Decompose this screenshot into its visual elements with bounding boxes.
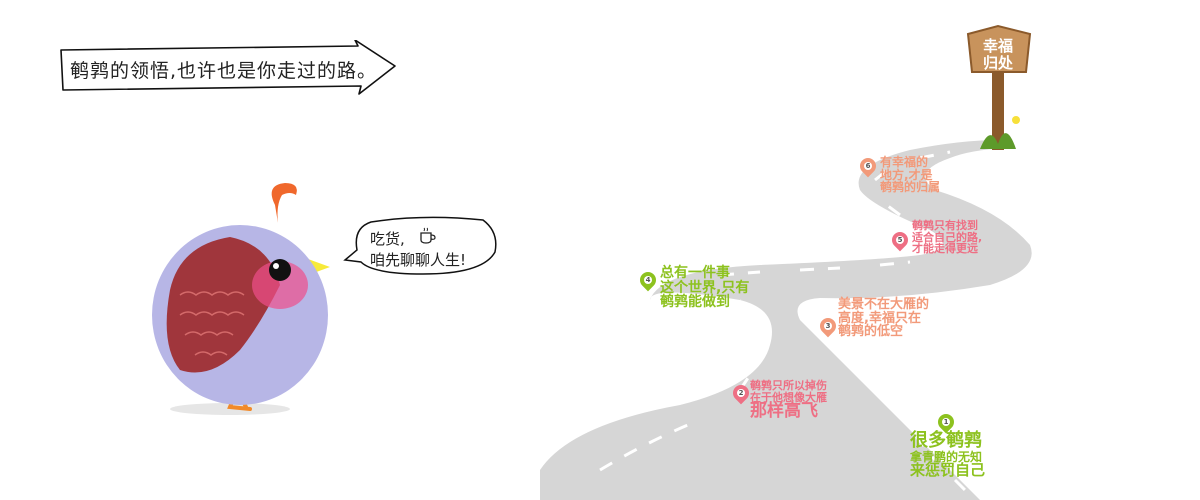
stop-2-text: 鹌鹑只所以掉伤在于他想像大雁那样高飞 [750, 379, 827, 422]
coffee-cup-icon [420, 227, 436, 244]
wooden-signpost [966, 24, 1032, 150]
speech-bubble [343, 216, 497, 275]
stop-4-text: 总有一件事这个世界,只有鹌鹑能做到 [660, 265, 750, 311]
sign-line1: 幸福 [982, 37, 1013, 55]
banner-text: 鹌鹑的领悟,也许也是你走过的路。 [70, 60, 378, 82]
stop-5-text: 鹌鹑只有找到适合自己的路,才能走得更远 [912, 219, 983, 256]
bubble-line2: 咱先聊聊人生! [370, 251, 467, 269]
stop-3-text: 美景不在大雁的高度,幸福只在鹌鹑的低空 [838, 297, 930, 340]
bubble-line1: 吃货, [370, 230, 405, 248]
quail-bird [152, 183, 330, 415]
sign-line2: 归处 [982, 54, 1013, 72]
stop-1-text: 很多鹌鹑拿青鹏的无知来惩罚自己 [910, 430, 986, 480]
arrow-banner [60, 40, 396, 95]
stop-6-text: 有幸福的地方,才是鹌鹑的归属 [880, 155, 941, 195]
